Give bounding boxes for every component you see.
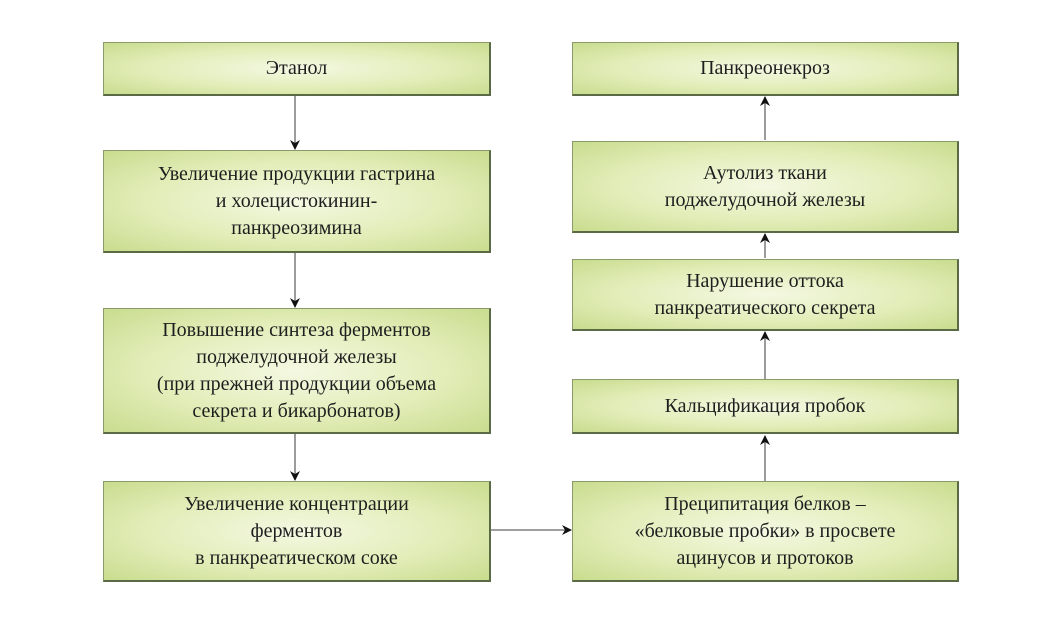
box-outflow-disruption: Нарушение оттока панкреатического секрет…	[572, 259, 959, 331]
box-calcification: Кальцификация пробок	[572, 379, 959, 434]
box-enzyme-synthesis: Повышение синтеза ферментов поджелудочно…	[103, 308, 491, 434]
box-autolysis: Аутолиз ткани поджелудочной железы	[572, 141, 959, 233]
box-pancreonecrosis: Панкреонекроз	[572, 42, 959, 96]
box-enzyme-concentration: Увеличение концентрации ферментов в панк…	[103, 481, 491, 582]
box-ethanol: Этанол	[103, 42, 491, 96]
box-gastrin-production: Увеличение продукции гастрина и холецист…	[103, 150, 491, 253]
box-protein-precipitation: Преципитация белков – «белковые пробки» …	[572, 481, 959, 582]
